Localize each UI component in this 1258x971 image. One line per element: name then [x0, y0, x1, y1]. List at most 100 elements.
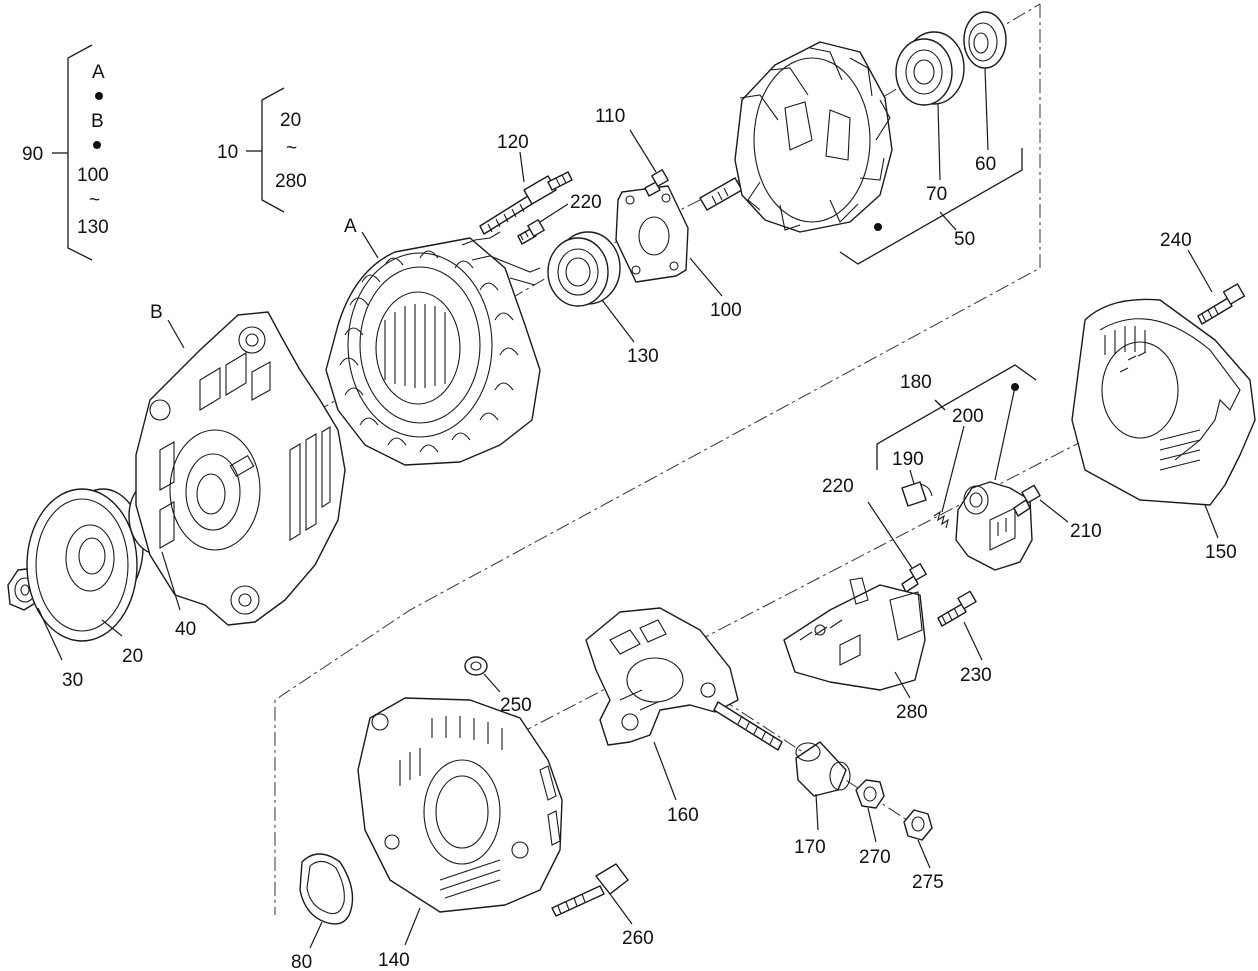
bracket-180: [876, 364, 1037, 481]
label-120-leader: [519, 151, 525, 183]
label-80: 80: [291, 952, 312, 971]
part-80-gasket: [299, 853, 354, 925]
part-230-bolt: [937, 590, 977, 627]
part-a-stator: [325, 231, 541, 466]
group-bracket-90: 90 A B 100 ~ 130: [22, 44, 109, 261]
part-50-rotor: [699, 41, 893, 233]
label-220-lower: 220: [822, 476, 854, 497]
part-270-nut: [855, 779, 885, 809]
group-90-item-130: 130: [77, 217, 109, 238]
label-100: 100: [710, 300, 742, 321]
part-120-bolt: [479, 171, 573, 235]
label-80-leader: [309, 921, 323, 949]
label-140: 140: [378, 950, 410, 971]
label-240-leader: [1187, 249, 1213, 293]
label-170: 170: [794, 837, 826, 858]
part-70-bearing: [895, 31, 965, 106]
part-160-rectifier: [585, 607, 739, 746]
label-210: 210: [1070, 521, 1102, 542]
part-170-insulator: [795, 741, 851, 797]
part-60-cover: [963, 11, 1007, 69]
part-150-rear-cover: [1071, 298, 1256, 506]
part-210-screw: [1013, 484, 1041, 517]
part-20-pulley: [26, 488, 144, 642]
part-220-lower-screw: [901, 563, 927, 593]
label-240: 240: [1160, 230, 1192, 251]
label-50: 50: [954, 229, 975, 250]
label-110: 110: [595, 106, 625, 127]
label-180: 180: [900, 372, 932, 393]
part-280-regulator: [783, 577, 926, 691]
label-260: 260: [622, 928, 654, 949]
group-10-item-20: 20: [280, 110, 301, 131]
part-190-brush: [901, 481, 933, 507]
label-230: 230: [960, 665, 992, 686]
label-130-leader: [601, 299, 635, 343]
part-160-stud: [713, 701, 783, 751]
label-150-leader: [1204, 504, 1219, 539]
label-110-leader: [629, 129, 657, 173]
label-280: 280: [896, 702, 928, 723]
label-150: 150: [1205, 542, 1237, 563]
label-200-leader: [941, 425, 965, 513]
label-160-leader: [653, 741, 677, 801]
label-30-leader: [37, 607, 63, 661]
label-120: 120: [497, 132, 529, 153]
part-220-upper-screw: [517, 219, 545, 245]
label-250: 250: [500, 695, 532, 716]
part-b-front-housing: [135, 311, 346, 626]
label-a: A: [344, 216, 357, 237]
label-170-leader: [815, 793, 819, 831]
group-90-item-a: A: [92, 62, 105, 83]
group-90-item-100: 100: [77, 165, 109, 186]
part-140-rear-housing: [357, 697, 563, 913]
label-40: 40: [175, 619, 196, 640]
label-40-leader: [161, 551, 181, 611]
label-200: 200: [952, 406, 984, 427]
label-60-leader: [984, 67, 989, 151]
label-270-leader: [867, 807, 877, 843]
part-100-retainer-plate: [615, 185, 689, 283]
label-220-upper: 220: [570, 192, 602, 213]
label-140-leader: [404, 907, 421, 946]
label-190-leader: [909, 469, 915, 485]
part-275-nut: [903, 809, 933, 841]
part-200-spring: [933, 510, 949, 529]
bracket-50: [839, 148, 1023, 265]
label-190: 190: [892, 449, 924, 470]
label-a-leader: [361, 231, 379, 259]
label-220a-leader: [539, 203, 569, 223]
label-20: 20: [122, 646, 143, 667]
label-220b-leader: [867, 501, 913, 569]
group-90-dot-1: [95, 92, 103, 100]
label-b-leader: [167, 319, 185, 349]
part-130-bearing: [547, 231, 621, 307]
label-260-leader: [609, 893, 633, 925]
label-130: 130: [627, 346, 659, 367]
group-10-item-tilde: ~: [286, 138, 297, 159]
label-b: B: [150, 302, 163, 323]
bracket-50-dot: [874, 223, 882, 231]
label-60: 60: [975, 154, 996, 175]
label-100-leader: [689, 257, 723, 297]
group-bracket-10: 10 20 ~ 280: [217, 87, 307, 213]
label-275: 275: [912, 872, 944, 893]
label-20-leader: [101, 619, 123, 637]
label-210-leader: [1039, 499, 1069, 523]
part-110-screw: [644, 169, 669, 197]
group-10-number: 10: [217, 142, 238, 163]
label-270: 270: [859, 847, 891, 868]
part-260-bolt: [551, 863, 629, 917]
label-250-leader: [483, 673, 501, 693]
label-70-leader: [937, 103, 941, 181]
group-90-number: 90: [22, 144, 43, 165]
group-90-item-tilde: ~: [89, 190, 100, 211]
part-250-nut: [464, 656, 488, 676]
label-70: 70: [926, 184, 947, 205]
group-90-dot-2: [93, 141, 101, 149]
group-90-item-b: B: [91, 111, 104, 132]
label-160: 160: [667, 805, 699, 826]
label-280-leader: [894, 671, 911, 699]
part-180-brush-holder: [955, 481, 1033, 571]
label-30: 30: [62, 670, 83, 691]
